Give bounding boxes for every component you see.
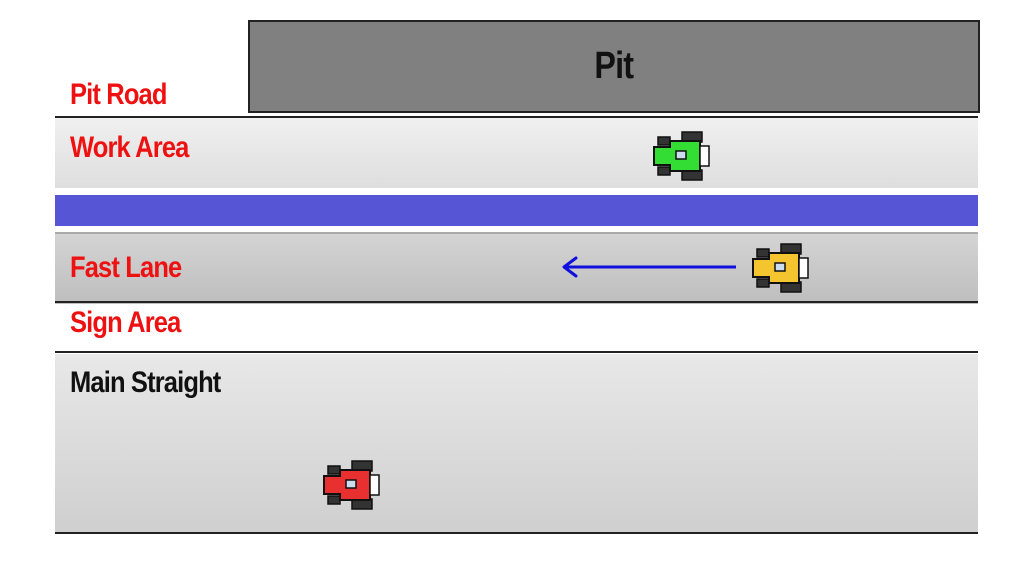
arrow-left-icon	[562, 256, 736, 278]
sign-area-line	[55, 351, 978, 353]
fast-lane	[55, 232, 978, 304]
main-straight-lane	[55, 354, 978, 533]
yellow-car-icon	[752, 243, 809, 293]
pit-road-line	[55, 116, 978, 118]
pit-wall-divider	[55, 195, 978, 226]
work-area-label: Work Area	[70, 131, 189, 164]
sign-area-label: Sign Area	[70, 306, 181, 339]
work-area-lane	[55, 118, 978, 188]
red-car-icon	[323, 460, 380, 510]
main-straight-label: Main Straight	[70, 366, 221, 399]
pit-box: Pit	[248, 20, 980, 113]
pit-label: Pit	[594, 45, 635, 87]
fast-lane-line	[55, 301, 978, 303]
fast-lane-label: Fast Lane	[70, 251, 182, 284]
pit-road-label: Pit Road	[70, 78, 167, 111]
green-car-icon	[653, 131, 710, 181]
main-straight-line	[55, 532, 978, 534]
